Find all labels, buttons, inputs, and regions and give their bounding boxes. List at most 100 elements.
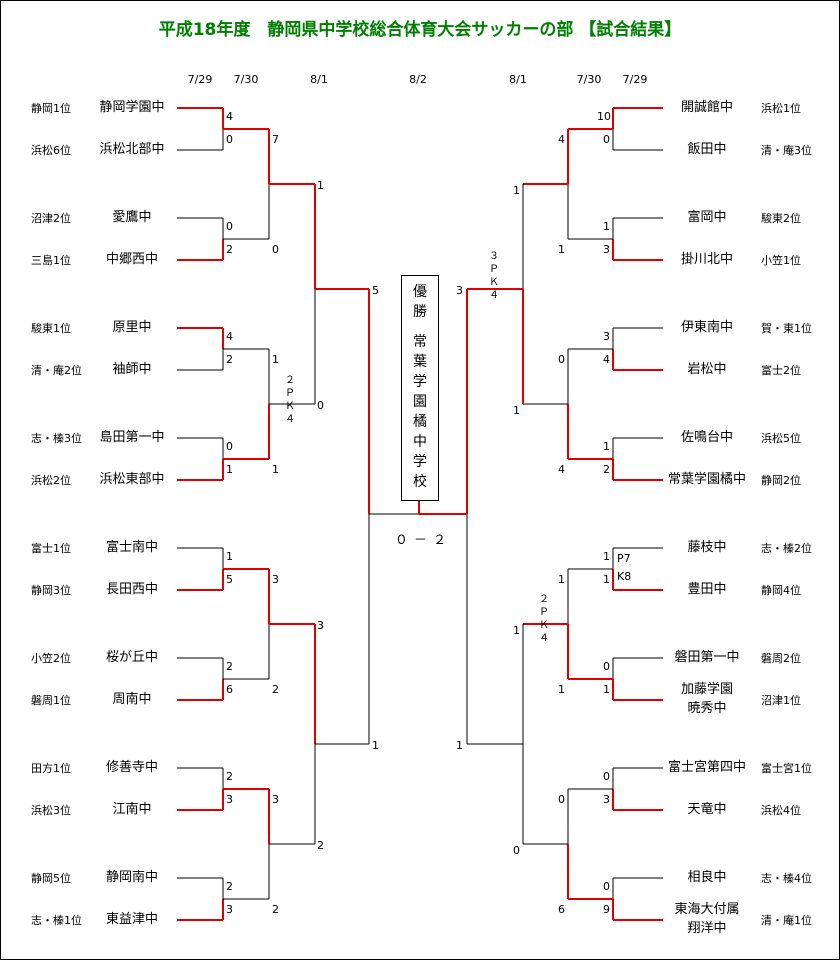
right-team-name: 伊東南中 [680,320,733,335]
left-team-name: 江南中 [112,802,152,817]
right-team-rank: 賀・東1位 [761,322,812,335]
right-team-rank: 浜松1位 [761,102,801,115]
right-team-rank: 静岡2位 [761,474,801,487]
right-team-rank: 磐周2位 [761,652,801,665]
right-r3-score: 1 [513,184,520,197]
right-r3-score: 1 [513,404,520,417]
left-r1-score: 0 [226,440,233,453]
right-team-rank: 清・庵1位 [761,914,812,927]
right-team-name: 岩松中 [687,362,727,377]
left-r2-score: 7 [272,133,279,146]
left-r2-score: 1 [272,353,279,366]
right-team-rank: 清・庵3位 [761,144,812,157]
left-r1-score: 3 [226,903,233,916]
right-team-rank: 静岡4位 [761,584,801,597]
left-r4-score: 5 [372,284,379,297]
right-team-name: 天竜中 [687,802,727,817]
left-team-rank: 沼津2位 [31,212,71,225]
left-r3-score: 3 [317,619,324,632]
left-team-rank: 駿東1位 [31,322,71,335]
left-team-rank: 静岡3位 [31,584,71,597]
left-r1-score: 6 [226,683,233,696]
left-team-rank: 清・庵2位 [31,364,82,377]
date-final: 8/2 [409,73,427,86]
left-team-rank: 静岡5位 [31,872,71,885]
left-team-rank: 三島1位 [31,254,71,267]
right-r1-pk: K8 [617,570,632,583]
date-left-r2: 7/30 [233,73,259,86]
left-team-rank: 田方1位 [31,762,71,775]
final-score: ０ － ２ [394,533,448,548]
date-left-r1: 7/29 [187,73,213,86]
right-team-name: 加藤学園暁秀中 [680,682,733,716]
left-r3-score: 2 [317,839,324,852]
right-team-name: 東海大付属翔洋中 [674,902,740,936]
right-team-name: 開誠館中 [680,100,733,115]
left-r1-score: 0 [226,133,233,146]
right-r2-score: 0 [558,793,565,806]
right-r3-score: 1 [513,624,520,637]
left-team-rank: 浜松3位 [31,804,71,817]
left-team-name: 中郷西中 [105,252,158,267]
right-r2-score: 0 [558,353,565,366]
right-team-rank: 富士2位 [761,364,801,377]
right-team-name: 富士宮第四中 [667,760,746,775]
date-right-r3: 8/1 [509,73,527,86]
right-r1-score: 0 [603,880,610,893]
right-r2-score: 4 [558,463,565,476]
right-team-rank: 小笠1位 [761,254,801,267]
right-r1-score: 3 [603,330,610,343]
left-team-rank: 志・榛3位 [31,432,82,445]
right-r1-score: 2 [603,463,610,476]
left-r1-score: 2 [226,353,233,366]
right-team-name: 飯田中 [687,142,727,157]
right-team-name: 富岡中 [687,210,727,225]
left-r3-score: 1 [317,179,324,192]
right-r4-score: 3 [456,284,463,297]
right-r1-score: 9 [603,903,610,916]
left-team-rank: 静岡1位 [31,102,71,115]
left-r1-score: 5 [226,573,233,586]
right-team-rank: 志・榛4位 [761,872,812,885]
right-r3-score: 0 [513,844,520,857]
left-r2-score: 2 [272,683,279,696]
right-r1-score: 3 [603,243,610,256]
champion-label: 優勝 [413,284,427,320]
left-team-rank: 富士1位 [31,542,71,555]
right-r4-score: 1 [456,739,463,752]
right-team-rank: 浜松4位 [761,804,801,817]
right-team-rank: 富士宮1位 [761,762,812,775]
left-r4-score: 1 [372,739,379,752]
date-right-r1: 7/29 [622,73,648,86]
left-r1-score: 1 [226,463,233,476]
right-team-name: 相良中 [687,870,727,885]
left-team-rank: 浜松2位 [31,474,71,487]
right-team-name: 常葉学園橘中 [667,472,746,487]
left-team-name: 長田西中 [105,582,158,597]
left-r1-score: 2 [226,880,233,893]
right-r2-score: 4 [558,133,565,146]
left-team-name: 原里中 [112,320,152,335]
right-r1-score: 4 [603,353,610,366]
right-team-name: 磐田第一中 [674,650,740,665]
champion-box: 優勝 常葉学園橘中学校 [401,275,439,501]
left-team-name: 桜が丘中 [105,650,158,665]
right-team-rank: 駿東2位 [761,212,801,225]
right-team-name: 藤枝中 [687,540,727,555]
left-team-name: 島田第一中 [99,430,165,445]
left-r1-score: 2 [226,660,233,673]
left-team-rank: 小笠2位 [31,652,71,665]
right-r1-score: 1 [603,573,610,586]
right-r1-score: 0 [603,660,610,673]
right-team-rank: 志・榛2位 [761,542,812,555]
left-team-name: 静岡学園中 [99,100,165,115]
left-r1-score: 4 [226,110,233,123]
right-team-rank: 沼津1位 [761,694,801,707]
right-r1-score: 3 [603,793,610,806]
left-team-rank: 磐周1位 [31,694,71,707]
